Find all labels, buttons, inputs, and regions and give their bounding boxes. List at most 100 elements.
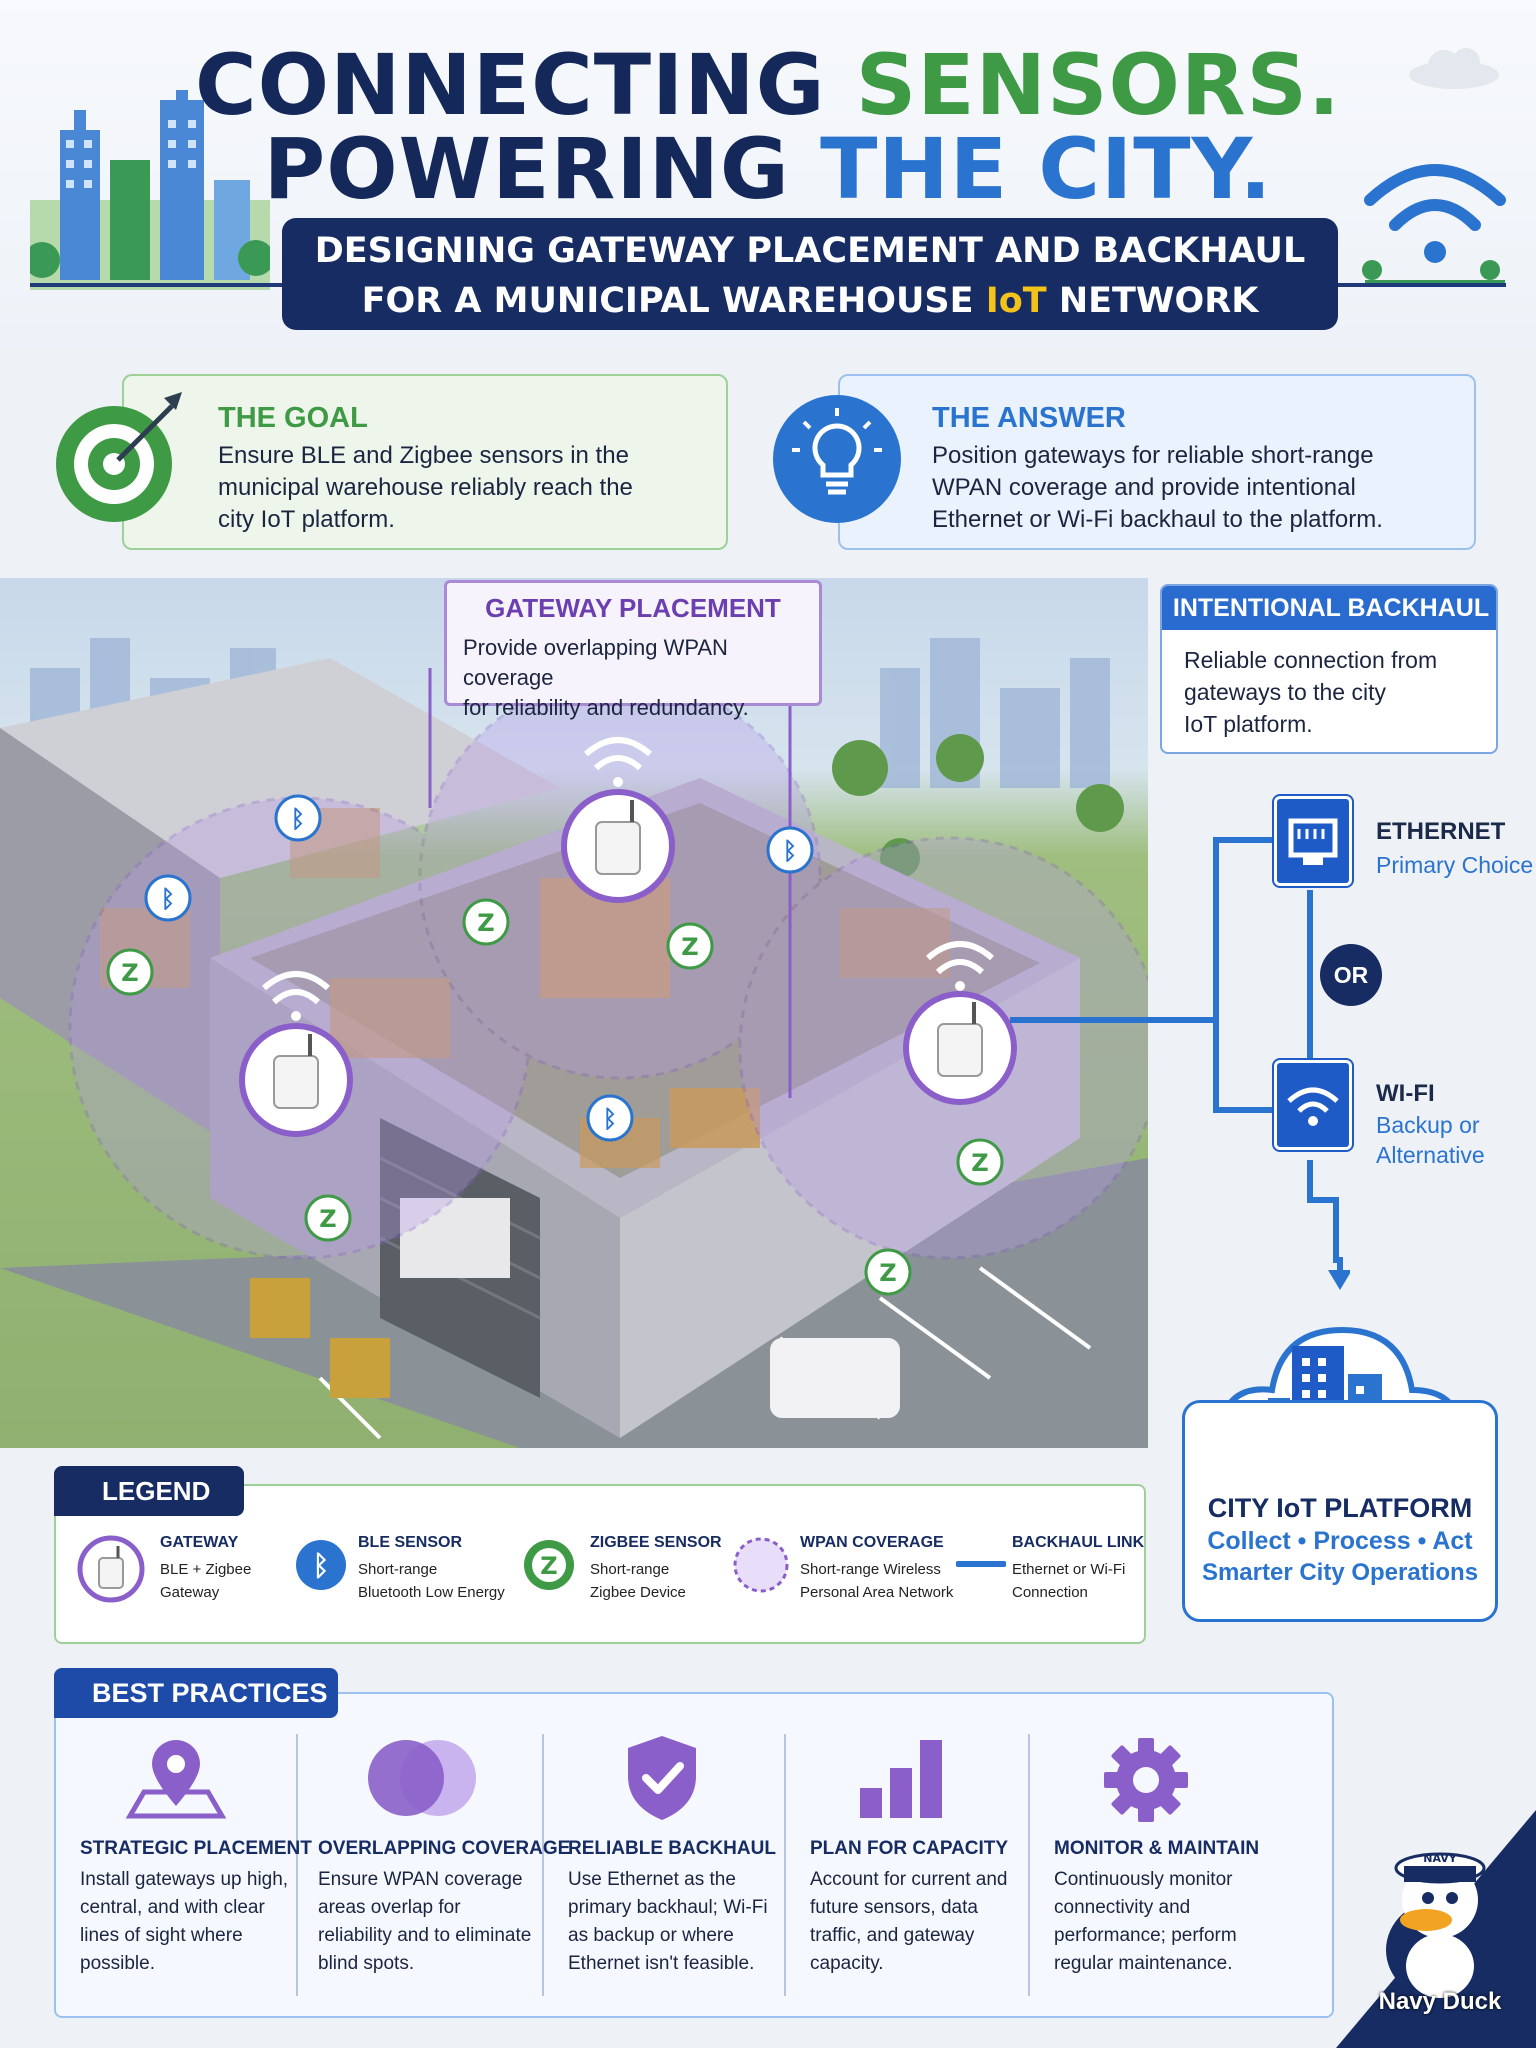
backhaul-text: Reliable connection from gateways to the… [1184, 644, 1437, 740]
mascot-label: Navy Duck [1378, 1988, 1502, 2015]
svg-text:Z: Z [319, 1205, 336, 1233]
zigbee-sensor-icon: Z [666, 922, 714, 970]
ble-sensor-icon: ᛒ [144, 874, 192, 922]
legend-text-line: Personal Area Network [800, 1584, 954, 1601]
lightbulb-icon [773, 395, 901, 523]
answer-text-line: Ethernet or Wi-Fi backhaul to the platfo… [932, 506, 1383, 533]
subtitle-pre: FOR A MUNICIPAL WAREHOUSE [361, 281, 974, 321]
svg-text:Z: Z [681, 933, 698, 961]
platform-tagline: Smarter City Operations [1201, 1559, 1479, 1586]
answer-text-line: Position gateways for reliable short-ran… [932, 442, 1374, 469]
backhaul-title: INTENTIONAL BACKHAUL [1162, 586, 1496, 630]
svg-text:Z: Z [540, 1552, 557, 1580]
answer-title: THE ANSWER [932, 402, 1126, 434]
legend-text-line: Short-range Wireless [800, 1561, 941, 1578]
zigbee-sensor-icon: Z [462, 898, 510, 946]
gear-icon [1104, 1738, 1188, 1822]
placement-title: GATEWAY PLACEMENT [485, 593, 781, 623]
wifi-subtitle-line: Alternative [1376, 1142, 1485, 1168]
goal-text-line: city IoT platform. [218, 506, 395, 533]
wifi-option-icon [1274, 1060, 1352, 1150]
ble-sensor-icon: ᛒ [586, 1094, 634, 1142]
goal-text: Ensure BLE and Zigbee sensors in the mun… [218, 440, 633, 536]
title-line-2: POWERING THE CITY. [0, 120, 1536, 218]
svg-text:Z: Z [971, 1149, 988, 1177]
zigbee-sensor-icon: Z [864, 1248, 912, 1296]
best-practices-tag: BEST PRACTICES [54, 1668, 338, 1718]
gateway-placement-callout: GATEWAY PLACEMENT Provide overlapping WP… [444, 580, 822, 720]
answer-text: Position gateways for reliable short-ran… [932, 440, 1383, 536]
legend-text-line: Ethernet or Wi-Fi [1012, 1561, 1126, 1578]
title-the-city: THE CITY. [820, 120, 1273, 218]
bp-monitor-text: Continuously monitor connectivity and pe… [1054, 1869, 1237, 1974]
cloud-icon [1409, 48, 1499, 89]
backhaul-text-line: gateways to the city [1184, 679, 1386, 705]
mascot-cap-text: NAVY [1423, 1852, 1457, 1865]
header: CONNECTING SENSORS. POWERING THE CITY. [0, 0, 1536, 350]
gateway-icon [239, 971, 353, 1137]
legend-zigbee-title: ZIGBEE SENSOR [590, 1534, 722, 1551]
svg-text:Z: Z [879, 1259, 896, 1287]
svg-text:ᛒ: ᛒ [291, 805, 305, 833]
bp-backhaul-title: RELIABLE BACKHAUL [568, 1838, 776, 1859]
divider [784, 1734, 786, 1996]
legend-backhaul-title: BACKHAUL LINK [1012, 1534, 1145, 1551]
legend-zigbee-text: Short-range Zigbee Device [590, 1558, 686, 1604]
or-badge: OR [1320, 944, 1382, 1006]
goal-title: THE GOAL [218, 402, 368, 434]
goal-card: THE GOAL Ensure BLE and Zigbee sensors i… [122, 374, 728, 550]
backhaul-link-lines [1010, 837, 1350, 1290]
svg-text:Z: Z [477, 909, 494, 937]
subtitle-post: NETWORK [1058, 281, 1259, 321]
title-connecting: CONNECTING [195, 36, 826, 134]
svg-text:Z: Z [121, 959, 138, 987]
title-sensors: SENSORS. [855, 36, 1341, 134]
answer-text-line: WPAN coverage and provide intentional [932, 474, 1356, 501]
city-skyline-left-icon [30, 90, 270, 290]
zigbee-sensor-icon: Z [304, 1194, 352, 1242]
backhaul-link-legend-icon [956, 1561, 1006, 1567]
bp-monitor-title: MONITOR & MAINTAIN [1054, 1838, 1260, 1859]
legend-wpan-title: WPAN COVERAGE [800, 1534, 944, 1551]
subtitle-line-1: DESIGNING GATEWAY PLACEMENT AND BACKHAUL [314, 231, 1306, 271]
ethernet-option-icon [1274, 796, 1352, 886]
legend-wpan-text: Short-range Wireless Personal Area Netwo… [800, 1558, 953, 1604]
legend-text-line: Short-range [590, 1561, 670, 1578]
platform-actions: Collect • Process • Act [1207, 1527, 1473, 1555]
subtitle-banner: DESIGNING GATEWAY PLACEMENT AND BACKHAUL… [282, 218, 1338, 330]
legend-gateway-text: BLE + Zigbee Gateway [160, 1558, 251, 1604]
wifi-subtitle: Backup or Alternative [1376, 1110, 1485, 1170]
platform-title: CITY IoT PLATFORM [1207, 1493, 1473, 1523]
wifi-title: WI-FI [1376, 1080, 1435, 1107]
divider [1028, 1734, 1030, 1996]
legend-text-line: Connection [1012, 1584, 1088, 1601]
legend-backhaul-text: Ethernet or Wi-Fi Connection [1012, 1558, 1125, 1604]
zigbee-sensor-icon: Z [106, 948, 154, 996]
backhaul-text-line: Reliable connection from [1184, 647, 1438, 673]
title-line-1: CONNECTING SENSORS. [0, 36, 1536, 134]
shield-check-icon [628, 1736, 696, 1820]
legend-text-line: BLE + Zigbee [160, 1561, 252, 1578]
legend-ble-text: Short-range Bluetooth Low Energy [358, 1558, 505, 1604]
wifi-subtitle-line: Backup or [1376, 1112, 1480, 1138]
legend-gateway-title: GATEWAY [160, 1534, 239, 1551]
gateway-icon [903, 941, 1017, 1105]
svg-text:ᛒ: ᛒ [603, 1105, 617, 1133]
warehouse-illustration: ᛒ ᛒ ᛒ ᛒ Z Z Z Z Z Z [0, 638, 1148, 1448]
ble-sensor-icon: ᛒ [274, 794, 322, 842]
divider [542, 1734, 544, 1996]
placement-text-line: for reliability and redundancy. [463, 695, 749, 720]
warehouse-scene: ᛒ ᛒ ᛒ ᛒ Z Z Z Z Z Z [0, 578, 1148, 1448]
wifi-signal-icon [1287, 1087, 1339, 1126]
divider [296, 1734, 298, 1996]
wpan-coverage-legend-icon [733, 1537, 789, 1593]
svg-text:ᛒ: ᛒ [161, 885, 175, 913]
subtitle-iot: IoT [985, 281, 1047, 321]
bp-overlapping-text: Ensure WPAN coverage areas overlap for r… [318, 1869, 532, 1974]
gateway-icon [561, 737, 675, 903]
bp-capacity-title: PLAN FOR CAPACITY [810, 1838, 1009, 1859]
bar-chart-icon [860, 1740, 942, 1818]
legend-tag: LEGEND [54, 1466, 244, 1516]
placement-text-line: Provide overlapping WPAN coverage [463, 635, 728, 690]
bp-backhaul-text: Use Ethernet as the primary backhaul; Wi… [568, 1869, 768, 1974]
